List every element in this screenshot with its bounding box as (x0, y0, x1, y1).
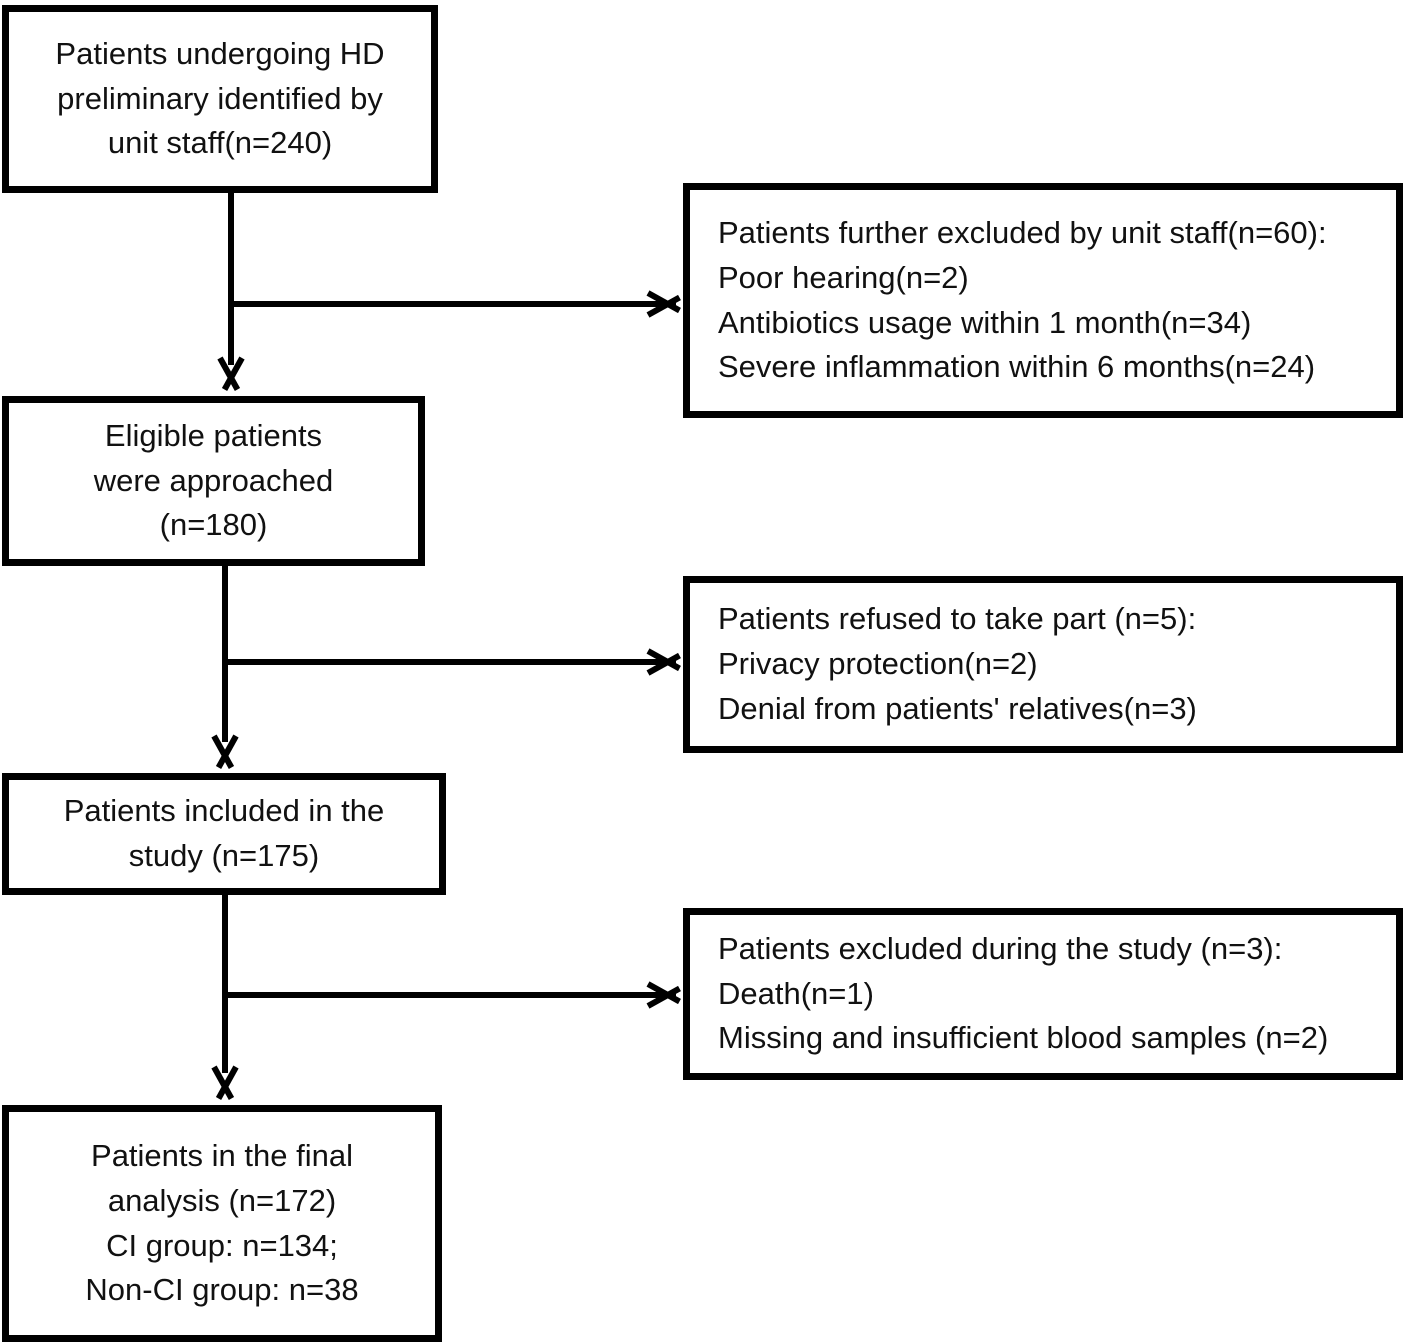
excluded-by-unit-staff-line-2: Poor hearing(n=2) (718, 259, 969, 295)
connector-eligible-to-exclusion-2 (222, 659, 676, 665)
connector-enrollment-to-exclusion-1 (228, 301, 676, 307)
node-included: Patients included in the study (n=175) (2, 773, 446, 895)
excluded-during-study-line-1: Patients excluded during the study (n=3)… (718, 930, 1283, 966)
node-final-analysis-line-3: CI group: n=134; (106, 1227, 338, 1263)
refused-to-take-part-line-3: Denial from patients' relatives(n=3) (718, 690, 1197, 726)
arrowhead-eligible-to-exclusion-2 (648, 642, 682, 682)
node-excluded-by-unit-staff: Patients further excluded by unit staff(… (683, 183, 1403, 418)
connector-included-to-exclusion-3 (222, 992, 676, 998)
refused-to-take-part-line-1: Patients refused to take part (n=5): (718, 601, 1197, 637)
node-final-analysis-line-2: analysis (n=172) (107, 1182, 337, 1218)
node-excluded-during-study: Patients excluded during the study (n=3)… (683, 908, 1403, 1080)
node-final-analysis-line-4: Non-CI group: n=38 (85, 1272, 359, 1308)
node-eligible: Eligible patients were approached (n=180… (2, 396, 425, 566)
node-eligible-line-2: were approached (93, 462, 334, 498)
node-refused-to-take-part: Patients refused to take part (n=5): Pri… (683, 576, 1403, 753)
node-included-line-2: study (n=175) (128, 838, 320, 873)
connector-included-to-final-analysis (222, 895, 228, 1073)
connector-eligible-to-included (222, 566, 228, 742)
node-enrollment-line-3: unit staff(n=240) (107, 125, 333, 161)
arrowhead-included-to-final-analysis (205, 1067, 245, 1101)
arrowhead-eligible-to-included (205, 736, 245, 770)
node-eligible-line-1: Eligible patients (104, 417, 323, 453)
excluded-by-unit-staff-line-3: Antibiotics usage within 1 month(n=34) (718, 304, 1252, 340)
arrowhead-enrollment-to-eligible (211, 358, 251, 392)
connector-enrollment-to-eligible (228, 193, 234, 365)
refused-to-take-part-line-2: Privacy protection(n=2) (718, 646, 1038, 682)
node-enrollment: Patients undergoing HD preliminary ident… (2, 5, 438, 193)
node-enrollment-line-1: Patients undergoing HD (55, 35, 385, 71)
arrowhead-included-to-exclusion-3 (648, 975, 682, 1015)
node-eligible-line-3: (n=180) (159, 507, 268, 543)
node-included-line-1: Patients included in the (63, 793, 385, 829)
excluded-by-unit-staff-line-4: Severe inflammation within 6 months(n=24… (718, 349, 1316, 385)
excluded-during-study-line-2: Death(n=1) (718, 975, 874, 1011)
excluded-during-study-line-3: Missing and insufficient blood samples (… (718, 1020, 1329, 1056)
arrowhead-enrollment-to-exclusion-1 (648, 284, 682, 324)
node-enrollment-line-2: preliminary identified by (57, 80, 383, 116)
node-final-analysis: Patients in the final analysis (n=172) C… (2, 1105, 442, 1342)
node-final-analysis-line-1: Patients in the final (91, 1137, 353, 1173)
excluded-by-unit-staff-line-1: Patients further excluded by unit staff(… (718, 214, 1327, 250)
